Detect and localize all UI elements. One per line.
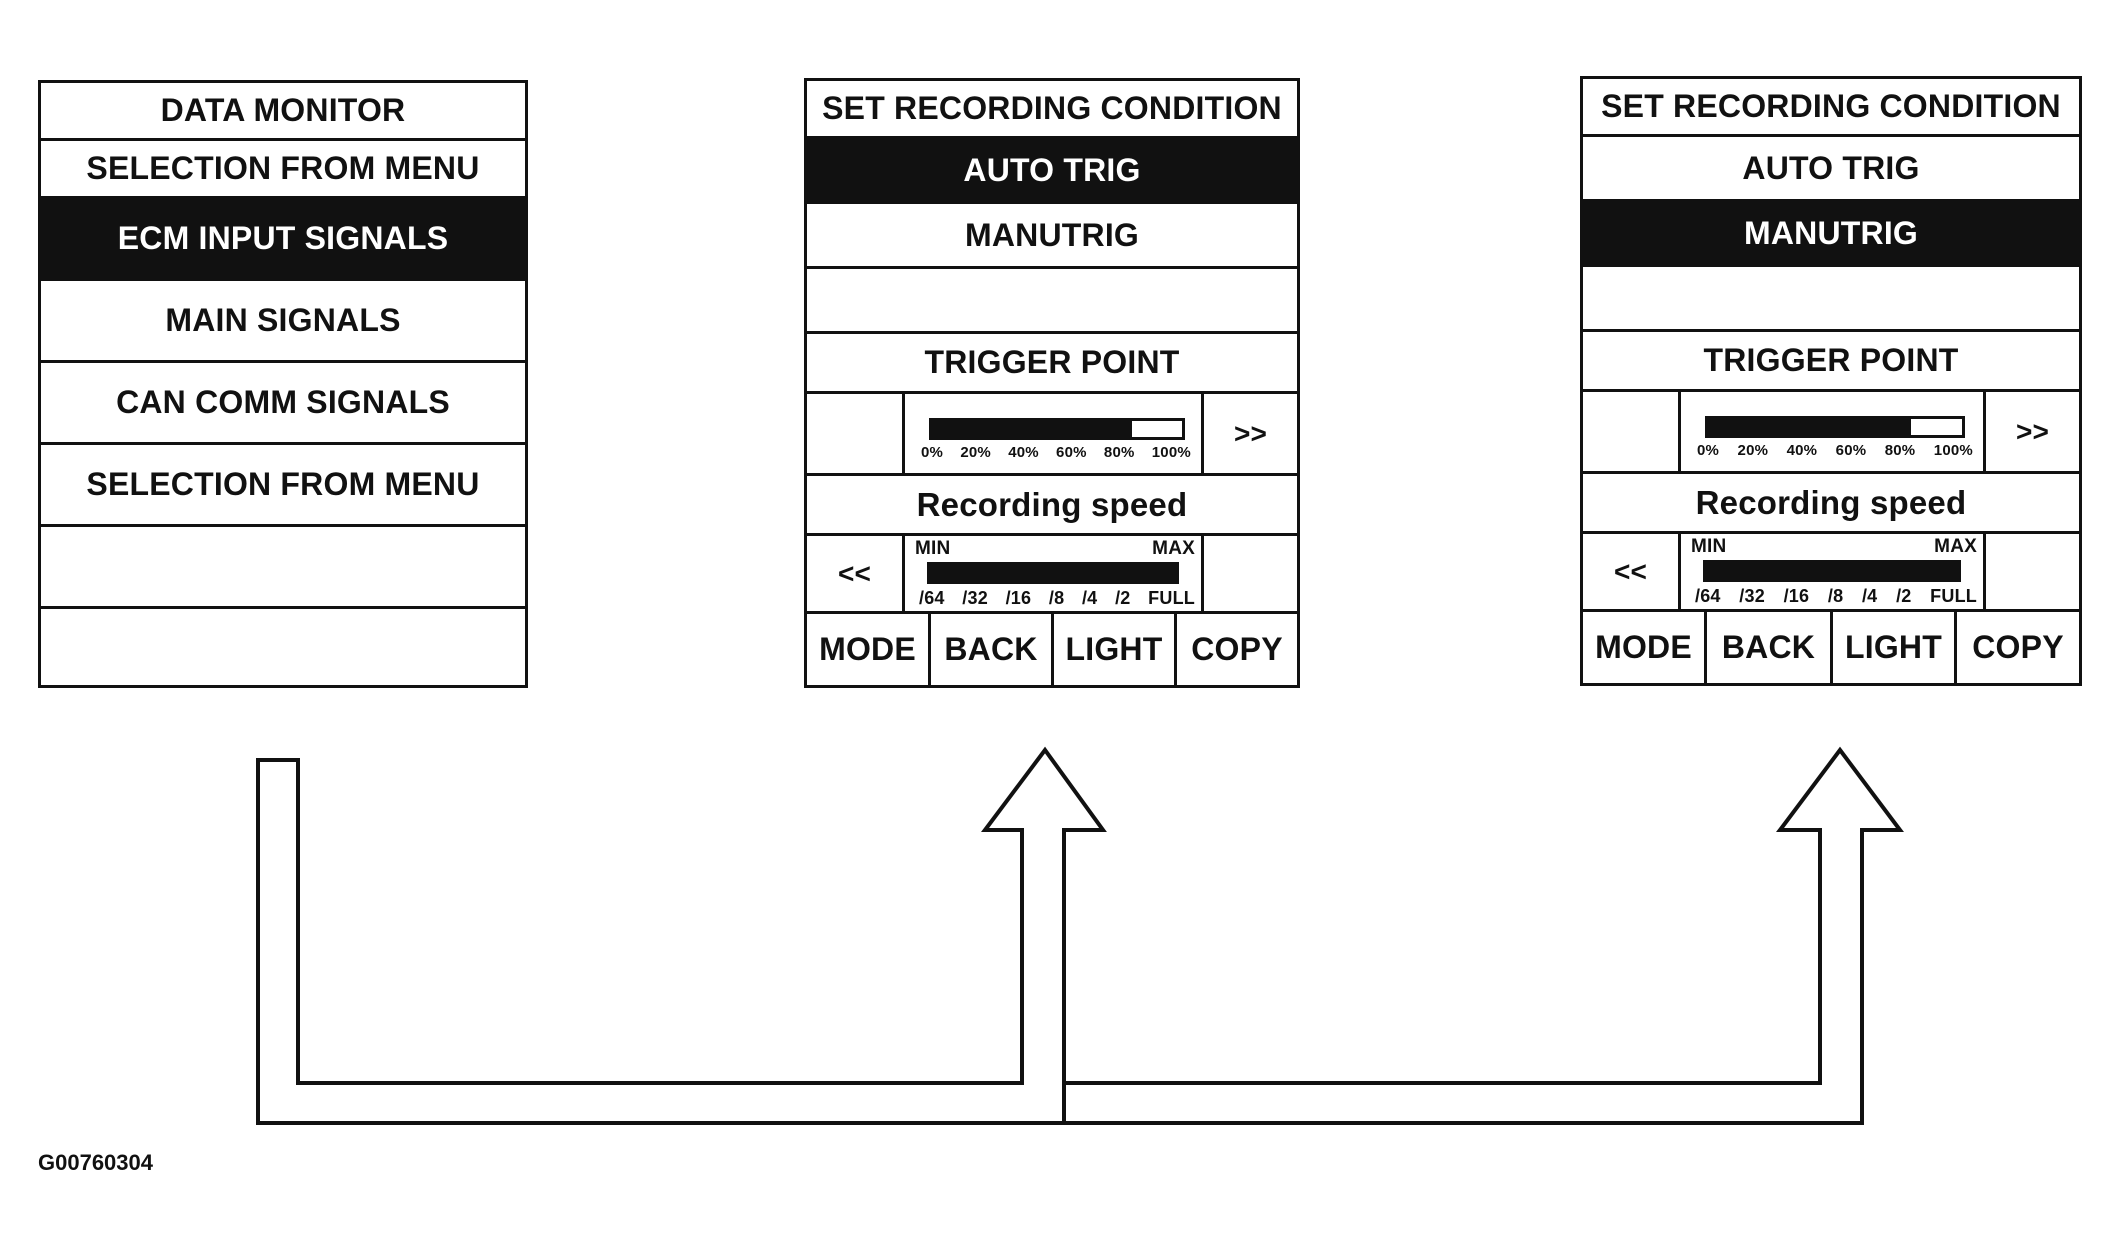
manu-trig-option[interactable]: MANUTRIG <box>1583 202 2079 267</box>
recording-speed-bar <box>1703 560 1961 582</box>
back-button[interactable]: BACK <box>1707 612 1833 683</box>
speed-tick: /8 <box>1827 586 1844 606</box>
trigger-point-bar <box>929 418 1185 440</box>
trigger-point-gauge: 0% 20% 40% 60% 80% 100% <box>905 394 1201 473</box>
recording-title: SET RECORDING CONDITION <box>807 81 1297 139</box>
speed-tick: /32 <box>1739 586 1765 606</box>
trigger-point-row: 0% 20% 40% 60% 80% 100% >> <box>807 394 1297 476</box>
flow-arrow-to-auto <box>256 746 1107 1125</box>
recording-speed-gauge: MIN MAX /64 /32 /16 /8 /4 /2 FULL <box>905 536 1201 611</box>
recording-speed-ticks: /64 /32 /16 /8 /4 /2 FULL <box>1695 586 1977 607</box>
trigger-point-ticks: 0% 20% 40% 60% 80% 100% <box>921 444 1191 461</box>
trigger-tick: 60% <box>1835 442 1867 459</box>
auto-trig-option[interactable]: AUTO TRIG <box>1583 137 2079 202</box>
recording-speed-ticks: /64 /32 /16 /8 /4 /2 FULL <box>919 588 1195 609</box>
auto-trig-option[interactable]: AUTO TRIG <box>807 139 1297 204</box>
menu-item-selection-from-menu[interactable]: SELECTION FROM MENU <box>41 445 525 527</box>
recording-speed-fill <box>1706 563 1958 579</box>
trigger-tick: 60% <box>1056 444 1087 461</box>
copy-button[interactable]: COPY <box>1972 629 2064 665</box>
copy-button[interactable]: COPY <box>1191 631 1283 667</box>
speed-tick: /4 <box>1081 588 1098 608</box>
trigger-tick: 40% <box>1786 442 1818 459</box>
manu-trig-option[interactable]: MANUTRIG <box>807 204 1297 269</box>
speed-max-label: MAX <box>1934 536 1977 557</box>
recording-speed-fill <box>930 565 1176 581</box>
recording-title: SET RECORDING CONDITION <box>1583 79 2079 137</box>
trigger-tick: 20% <box>1737 442 1769 459</box>
speed-tick: /4 <box>1861 586 1878 606</box>
speed-tick: /8 <box>1048 588 1065 608</box>
light-button[interactable]: LIGHT <box>1054 614 1177 685</box>
recording-speed-bar <box>927 562 1179 584</box>
recording-speed-label: Recording speed <box>807 476 1297 536</box>
speed-tick: /64 <box>1695 586 1721 606</box>
trigger-point-label: TRIGGER POINT <box>1583 332 2079 392</box>
button-bar: MODE BACK LIGHT COPY <box>807 614 1297 685</box>
speed-tick: /2 <box>1896 586 1912 606</box>
trigger-tick: 100% <box>1151 444 1191 461</box>
next-button[interactable]: >> <box>1983 392 2079 471</box>
trigger-point-row: 0% 20% 40% 60% 80% 100% >> <box>1583 392 2079 474</box>
trigger-point-fill <box>932 421 1132 437</box>
trigger-point-ticks: 0% 20% 40% 60% 80% 100% <box>1697 442 1973 459</box>
button-bar: MODE BACK LIGHT COPY <box>1583 612 2079 683</box>
trigger-point-gauge: 0% 20% 40% 60% 80% 100% <box>1681 392 1983 471</box>
back-button[interactable]: BACK <box>931 614 1054 685</box>
trigger-point-fill <box>1708 419 1912 435</box>
speed-tick: FULL <box>1148 588 1195 608</box>
trigger-point-bar <box>1705 416 1965 438</box>
speed-max-label: MAX <box>1152 538 1195 559</box>
next-button[interactable]: >> <box>1201 394 1297 473</box>
flow-arrow-to-manual <box>1064 746 1904 1125</box>
trigger-tick: 100% <box>1933 442 1973 459</box>
speed-tick: /2 <box>1115 588 1131 608</box>
speed-min-label: MIN <box>1691 536 1727 557</box>
trigger-tick: 0% <box>921 444 944 461</box>
recording-screen-auto: SET RECORDING CONDITION AUTO TRIG MANUTR… <box>804 78 1300 688</box>
menu-item-main-signals[interactable]: MAIN SIGNALS <box>41 281 525 363</box>
speed-tick: /16 <box>1005 588 1032 608</box>
prev-button[interactable]: << <box>807 536 905 611</box>
recording-speed-label: Recording speed <box>1583 474 2079 534</box>
recording-screen-manual: SET RECORDING CONDITION AUTO TRIG MANUTR… <box>1580 76 2082 686</box>
trigger-tick: 80% <box>1103 444 1135 461</box>
speed-tick: /16 <box>1783 586 1810 606</box>
menu-item-ecm-input-signals[interactable]: ECM INPUT SIGNALS <box>41 199 525 281</box>
trigger-empty-cell <box>807 394 905 473</box>
trigger-tick: 0% <box>1697 442 1720 459</box>
light-button[interactable]: LIGHT <box>1833 612 1957 683</box>
menu-item-can-comm-signals[interactable]: CAN COMM SIGNALS <box>41 363 525 445</box>
recording-speed-row: << MIN MAX /64 /32 /16 /8 /4 /2 FULL <box>1583 534 2079 612</box>
trigger-tick: 80% <box>1884 442 1916 459</box>
data-monitor-panel: DATA MONITOR SELECTION FROM MENU ECM INP… <box>38 80 528 688</box>
speed-empty-cell <box>1983 534 2079 609</box>
speed-min-label: MIN <box>915 538 951 559</box>
speed-empty-cell <box>1201 536 1297 611</box>
recording-speed-row: << MIN MAX /64 /32 /16 /8 /4 /2 FULL <box>807 536 1297 614</box>
data-monitor-subtitle: SELECTION FROM MENU <box>41 141 525 199</box>
data-monitor-title: DATA MONITOR <box>41 83 525 141</box>
mode-button[interactable]: MODE <box>1583 612 1707 683</box>
recording-speed-gauge: MIN MAX /64 /32 /16 /8 /4 /2 FULL <box>1681 534 1983 609</box>
speed-tick: /64 <box>919 588 945 608</box>
prev-button[interactable]: << <box>1583 534 1681 609</box>
speed-tick: /32 <box>962 588 988 608</box>
trigger-tick: 40% <box>1008 444 1039 461</box>
trigger-empty-cell <box>1583 392 1681 471</box>
mode-button[interactable]: MODE <box>807 614 931 685</box>
menu-item-empty-1[interactable] <box>41 527 525 609</box>
trigger-tick: 20% <box>960 444 991 461</box>
empty-row <box>807 269 1297 334</box>
speed-tick: FULL <box>1930 586 1977 606</box>
figure-id: G00760304 <box>38 1150 153 1175</box>
trigger-point-label: TRIGGER POINT <box>807 334 1297 394</box>
empty-row <box>1583 267 2079 332</box>
